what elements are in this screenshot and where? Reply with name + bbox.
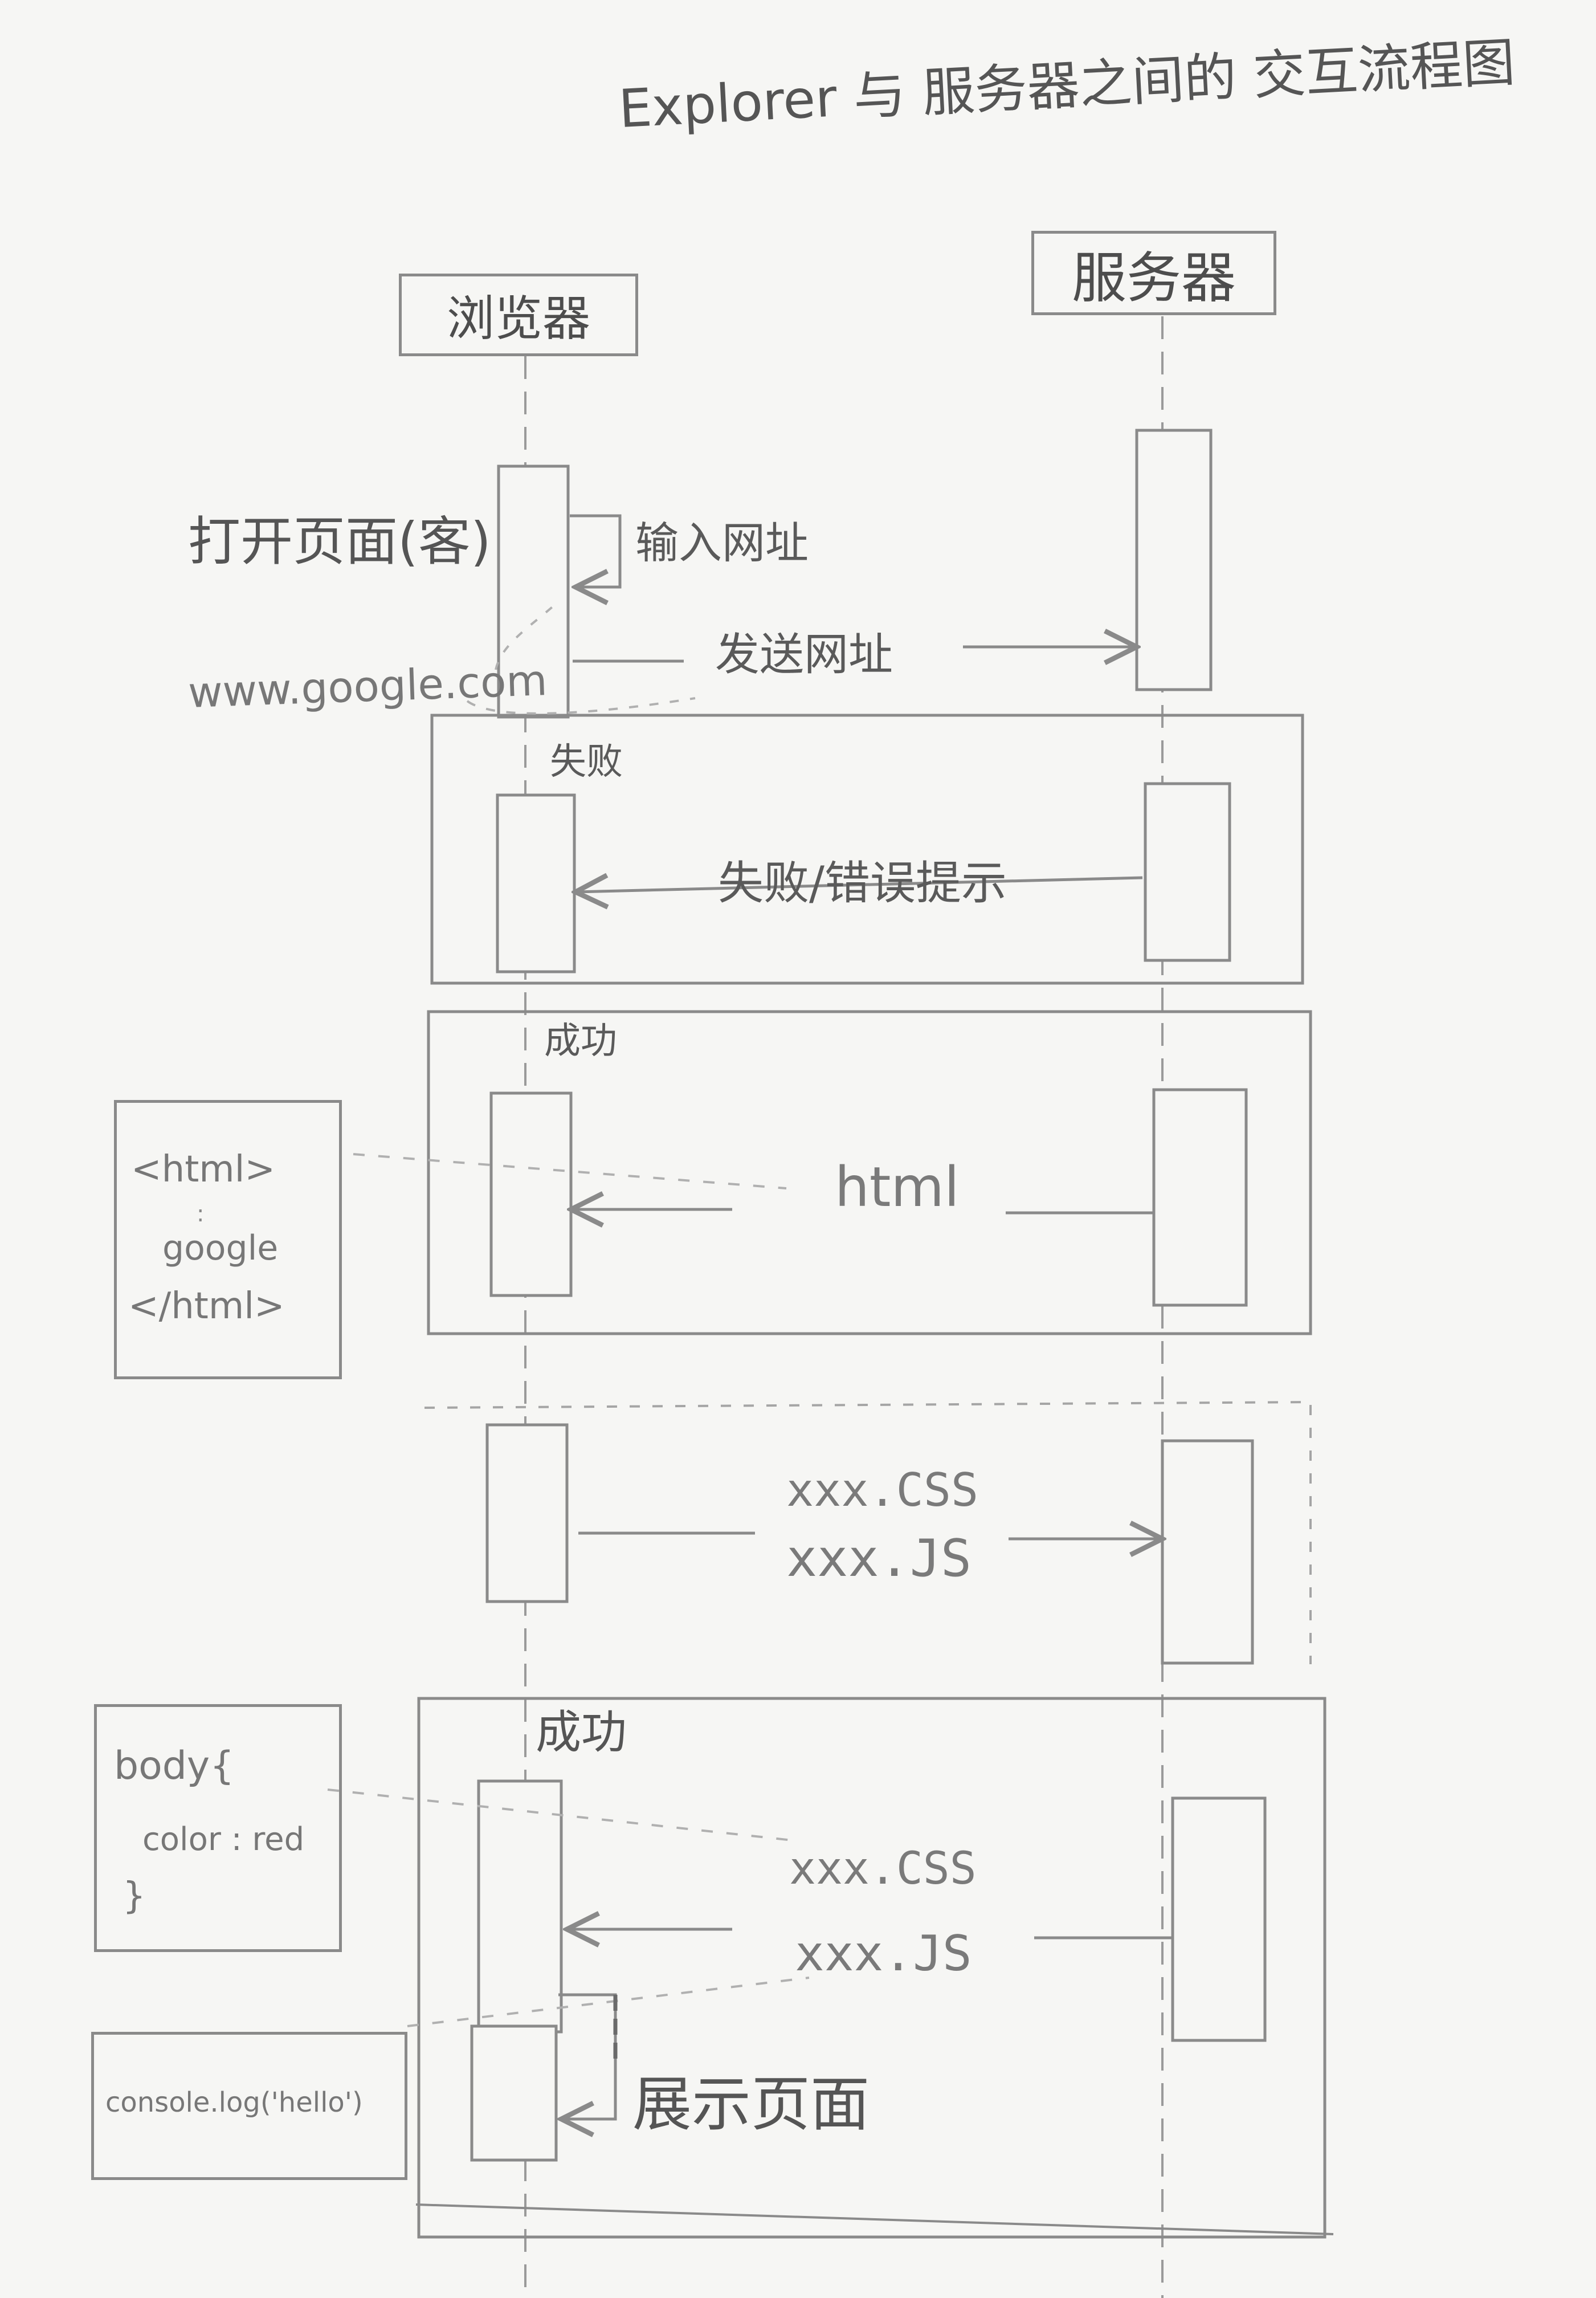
fragment-success-html <box>427 1010 1312 1335</box>
browser-activation-1 <box>497 465 570 719</box>
self-message-input-url <box>570 514 622 587</box>
html-note: <html> : google </html> <box>114 1100 342 1379</box>
request-css-label: xxx.CSS <box>786 1464 979 1517</box>
server-activation-4 <box>1161 1439 1254 1665</box>
fail-fragment-label: 失败 <box>550 741 623 783</box>
html-note-line-4: </html> <box>128 1285 285 1327</box>
response-css-label: xxx.CSS <box>789 1843 977 1894</box>
js-note: console.log('hello') <box>91 2032 407 2180</box>
self-message-render-page <box>558 1993 617 2119</box>
fragment-success-assets-bottom <box>415 2203 1334 2235</box>
render-page-label: 展示页面 <box>632 2069 870 2139</box>
html-note-line-1: <html> <box>131 1148 276 1191</box>
html-message-label: html <box>835 1155 960 1219</box>
server-activation-1 <box>1135 429 1213 691</box>
response-js-label: xxx.JS <box>795 1925 972 1982</box>
send-url-label: 发送网址 <box>715 629 893 681</box>
browser-activation-2 <box>496 793 576 973</box>
html-note-line-2: : <box>197 1201 205 1227</box>
arrow-fail-message <box>575 878 1143 892</box>
css-note-connector <box>327 1788 798 1842</box>
success-assets-fragment-label: 成功 <box>536 1706 627 1759</box>
fail-message-label: 失败/错误提示 <box>718 857 1007 910</box>
participant-browser: 浏览器 <box>399 274 638 356</box>
server-activation-2 <box>1144 782 1231 962</box>
browser-activation-4 <box>485 1423 569 1603</box>
participant-browser-label: 浏览器 <box>446 291 590 347</box>
html-note-connector <box>353 1153 787 1189</box>
js-note-line: console.log('hello') <box>105 2087 363 2118</box>
js-note-connector <box>407 1977 810 2027</box>
participant-server: 服务器 <box>1031 231 1276 315</box>
html-note-line-3: google <box>162 1228 279 1268</box>
css-note: body{ color : red } <box>94 1704 342 1952</box>
browser-activation-5 <box>477 1779 563 2034</box>
url-pointer-dashed-2 <box>495 603 557 670</box>
request-js-label: xxx.JS <box>786 1529 972 1588</box>
css-note-line-3: } <box>123 1875 146 1917</box>
participant-server-label: 服务器 <box>1072 246 1236 310</box>
url-value-label: www.google.com <box>187 656 548 718</box>
server-activation-5 <box>1171 1796 1267 2042</box>
server-activation-3 <box>1152 1088 1248 1307</box>
css-note-line-2: color : red <box>142 1821 305 1858</box>
open-page-label: 打开页面(客) <box>188 511 491 572</box>
fragment-success-assets <box>417 1697 1326 2239</box>
browser-activation-3 <box>489 1091 573 1297</box>
success-html-fragment-label: 成功 <box>544 1020 617 1062</box>
browser-activation-6 <box>470 2024 558 2162</box>
css-note-line-1: body{ <box>114 1743 235 1788</box>
fragment-fail <box>430 714 1304 985</box>
input-url-label: 输入网址 <box>635 518 809 568</box>
